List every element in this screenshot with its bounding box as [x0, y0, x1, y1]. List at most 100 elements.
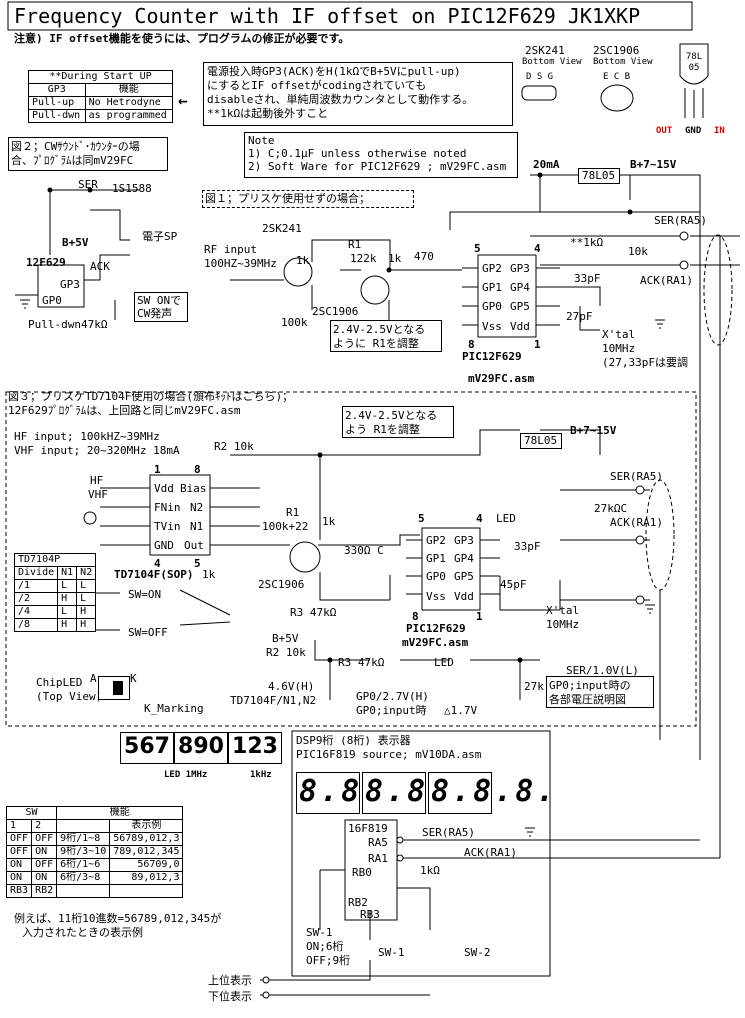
dsp-sw1-note: ON;6桁 — [306, 940, 344, 953]
fig3-r27k: 27kΩC — [594, 502, 628, 515]
fig3-v46: 4.6V(H) — [268, 680, 315, 693]
dsp-digit-block: 8.8.8. — [362, 772, 488, 814]
fig3-p8: 8 — [194, 463, 201, 476]
fig3-r27k2: 27k — [524, 680, 544, 693]
fig1-gp5: GP5 — [510, 300, 530, 313]
fig3-adj-line: 2.4V-2.5Vとなる — [345, 409, 438, 422]
fig1-xtal: (27,33pFは要調 — [602, 356, 688, 369]
sw-sub: 表示例 — [109, 819, 184, 833]
divide-cell: L — [76, 579, 97, 593]
fig3-gp5: GP5 — [454, 570, 474, 583]
fig3-bias: Bias — [180, 482, 207, 495]
fig3-gp3: GP3 — [454, 534, 474, 547]
fig1-pin5: 5 — [474, 242, 481, 255]
fig1-ic: PIC12F629 — [462, 350, 522, 363]
sw-cell: OFF — [5, 832, 33, 846]
fig3-vhfl: VHF — [88, 488, 108, 501]
fig3-c45: 45pF — [500, 578, 527, 591]
dsp-r1k: 1kΩ — [420, 864, 440, 877]
fig3-tvin: TVin — [154, 520, 181, 533]
fig1-c20ma: 20mA — [533, 158, 560, 171]
fig3-p5: 5 — [194, 557, 201, 570]
fig1-gp4: GP4 — [510, 281, 530, 294]
fig3-r3: R3 47kΩ — [290, 606, 337, 619]
led-mhz-label: LED 1MHz — [164, 770, 208, 780]
fig3-p4: 4 — [154, 557, 161, 570]
fig1-reg-box: 78L05 — [578, 168, 620, 184]
sw-col: 機能 — [56, 806, 184, 820]
fig3-ic: PIC12F629 — [406, 622, 466, 635]
fig1-gp1: GP1 — [482, 281, 502, 294]
arrow-left-icon: ← — [178, 91, 188, 110]
fig3-gp0v: GP0/2.7V(H) — [356, 690, 429, 703]
dsp-digit-text: 8.8.8. — [431, 774, 558, 809]
fig1-gp0: GP0 — [482, 300, 502, 313]
startup-note-line: 電源投入時GP3(ACK)をH(1kΩでB+5Vにpull-up) — [207, 65, 461, 78]
fig3-pin5: 5 — [418, 512, 425, 525]
dsp-title: PIC16F819 source; mV10DA.asm — [296, 748, 482, 761]
pin-in-label: IN — [714, 126, 725, 136]
fig3-ledb: LED — [434, 656, 454, 669]
fig3-chip: TD7104F(SOP) — [114, 568, 194, 581]
fig1-c33: 33pF — [574, 272, 601, 285]
pkg-2sk241-name: 2SK241 — [525, 44, 565, 57]
dsp-sw1-note: OFF;9桁 — [306, 954, 351, 967]
fig1-vdd: Vdd — [510, 320, 530, 333]
fig2-pulldwn: Pull-dwn47kΩ — [28, 318, 108, 331]
fig3-r2: R2 10k — [214, 440, 254, 453]
fig3-led: LED — [496, 512, 516, 525]
fig3-v17: △1.7V — [444, 704, 478, 717]
led-digits-group: 890 — [174, 732, 228, 764]
pkg-78l05-name: 78L 05 — [685, 52, 703, 73]
fig1-gp2: GP2 — [482, 262, 502, 275]
fig3-r2b: R2 10k — [266, 646, 306, 659]
sw-cell: 9桁/1~8 — [56, 832, 111, 846]
pkg-2sk241-view: Bottom View — [522, 57, 582, 67]
fig3-vdd: Vdd — [154, 482, 174, 495]
startup-note-line: **1kΩは起動後外すこと — [207, 107, 329, 120]
dsp-sw1-label: SW-1 — [378, 946, 405, 959]
fig3-k: K — [130, 672, 137, 685]
sw-cell: 9桁/3~10 — [56, 845, 111, 859]
pkg-2sc1906-name: 2SC1906 — [593, 44, 640, 57]
sw-cell: OFF — [5, 845, 33, 859]
fig3-p1: 1 — [154, 463, 161, 476]
fig3-vdd: Vdd — [454, 590, 474, 603]
fig2-ic: 12F629 — [26, 256, 66, 269]
divide-cell: H — [76, 618, 97, 632]
sw-cell: 89,012,3 — [109, 871, 184, 885]
divide-cell: /2 — [13, 592, 59, 606]
fig3-r330: 330Ω C — [344, 544, 384, 557]
fig3-gp0: GP0 — [426, 570, 446, 583]
fig3-gp-note: GP0;input時の 各部電圧説明図 — [546, 676, 654, 708]
sw-cell: ON — [31, 871, 58, 885]
fig3-out: Out — [184, 539, 204, 552]
fig3-hfl: HF — [90, 474, 104, 487]
fig1-vss: Vss — [482, 320, 502, 333]
divide-col: Divide — [13, 566, 59, 580]
fig3-reg: 78L05 — [524, 434, 558, 447]
startup-cell: Pull-dwn — [28, 109, 86, 123]
fig1-bplus: B+7~15V — [630, 158, 677, 171]
dsp-lower: 下位表示 — [208, 990, 252, 1003]
dsp-rb3: RB3 — [360, 908, 380, 921]
fig3-swoff: SW=OFF — [128, 626, 168, 639]
fig3-gp1: GP1 — [426, 552, 446, 565]
fig1-r1k: 1k — [296, 254, 310, 267]
sw-cell: OFF — [31, 832, 58, 846]
pkg-2sc1906-view: Bottom View — [593, 57, 653, 67]
fig1-r10k: 10k — [628, 245, 648, 258]
fig3-n1: N1 — [190, 520, 204, 533]
sw-cell: RB2 — [31, 884, 58, 898]
divide-cell: H — [76, 605, 97, 619]
fig3-r100k: 100k+22 — [262, 520, 309, 533]
pin-gnd-label: GND — [685, 126, 702, 136]
fig2-sw-line: CW発声 — [137, 307, 173, 320]
fig3-asm: mV29FC.asm — [402, 636, 469, 649]
fig3-swon: SW=ON — [128, 588, 162, 601]
dsp-ack: ACK(RA1) — [464, 846, 517, 859]
fig3-r1k: 1k — [202, 568, 216, 581]
fig2-title: 合、ﾌﾟﾛｸﾞﾗﾑは同mV29FC — [11, 154, 134, 167]
fig3-hf: HF input; 100kHZ~39MHz — [14, 430, 160, 443]
